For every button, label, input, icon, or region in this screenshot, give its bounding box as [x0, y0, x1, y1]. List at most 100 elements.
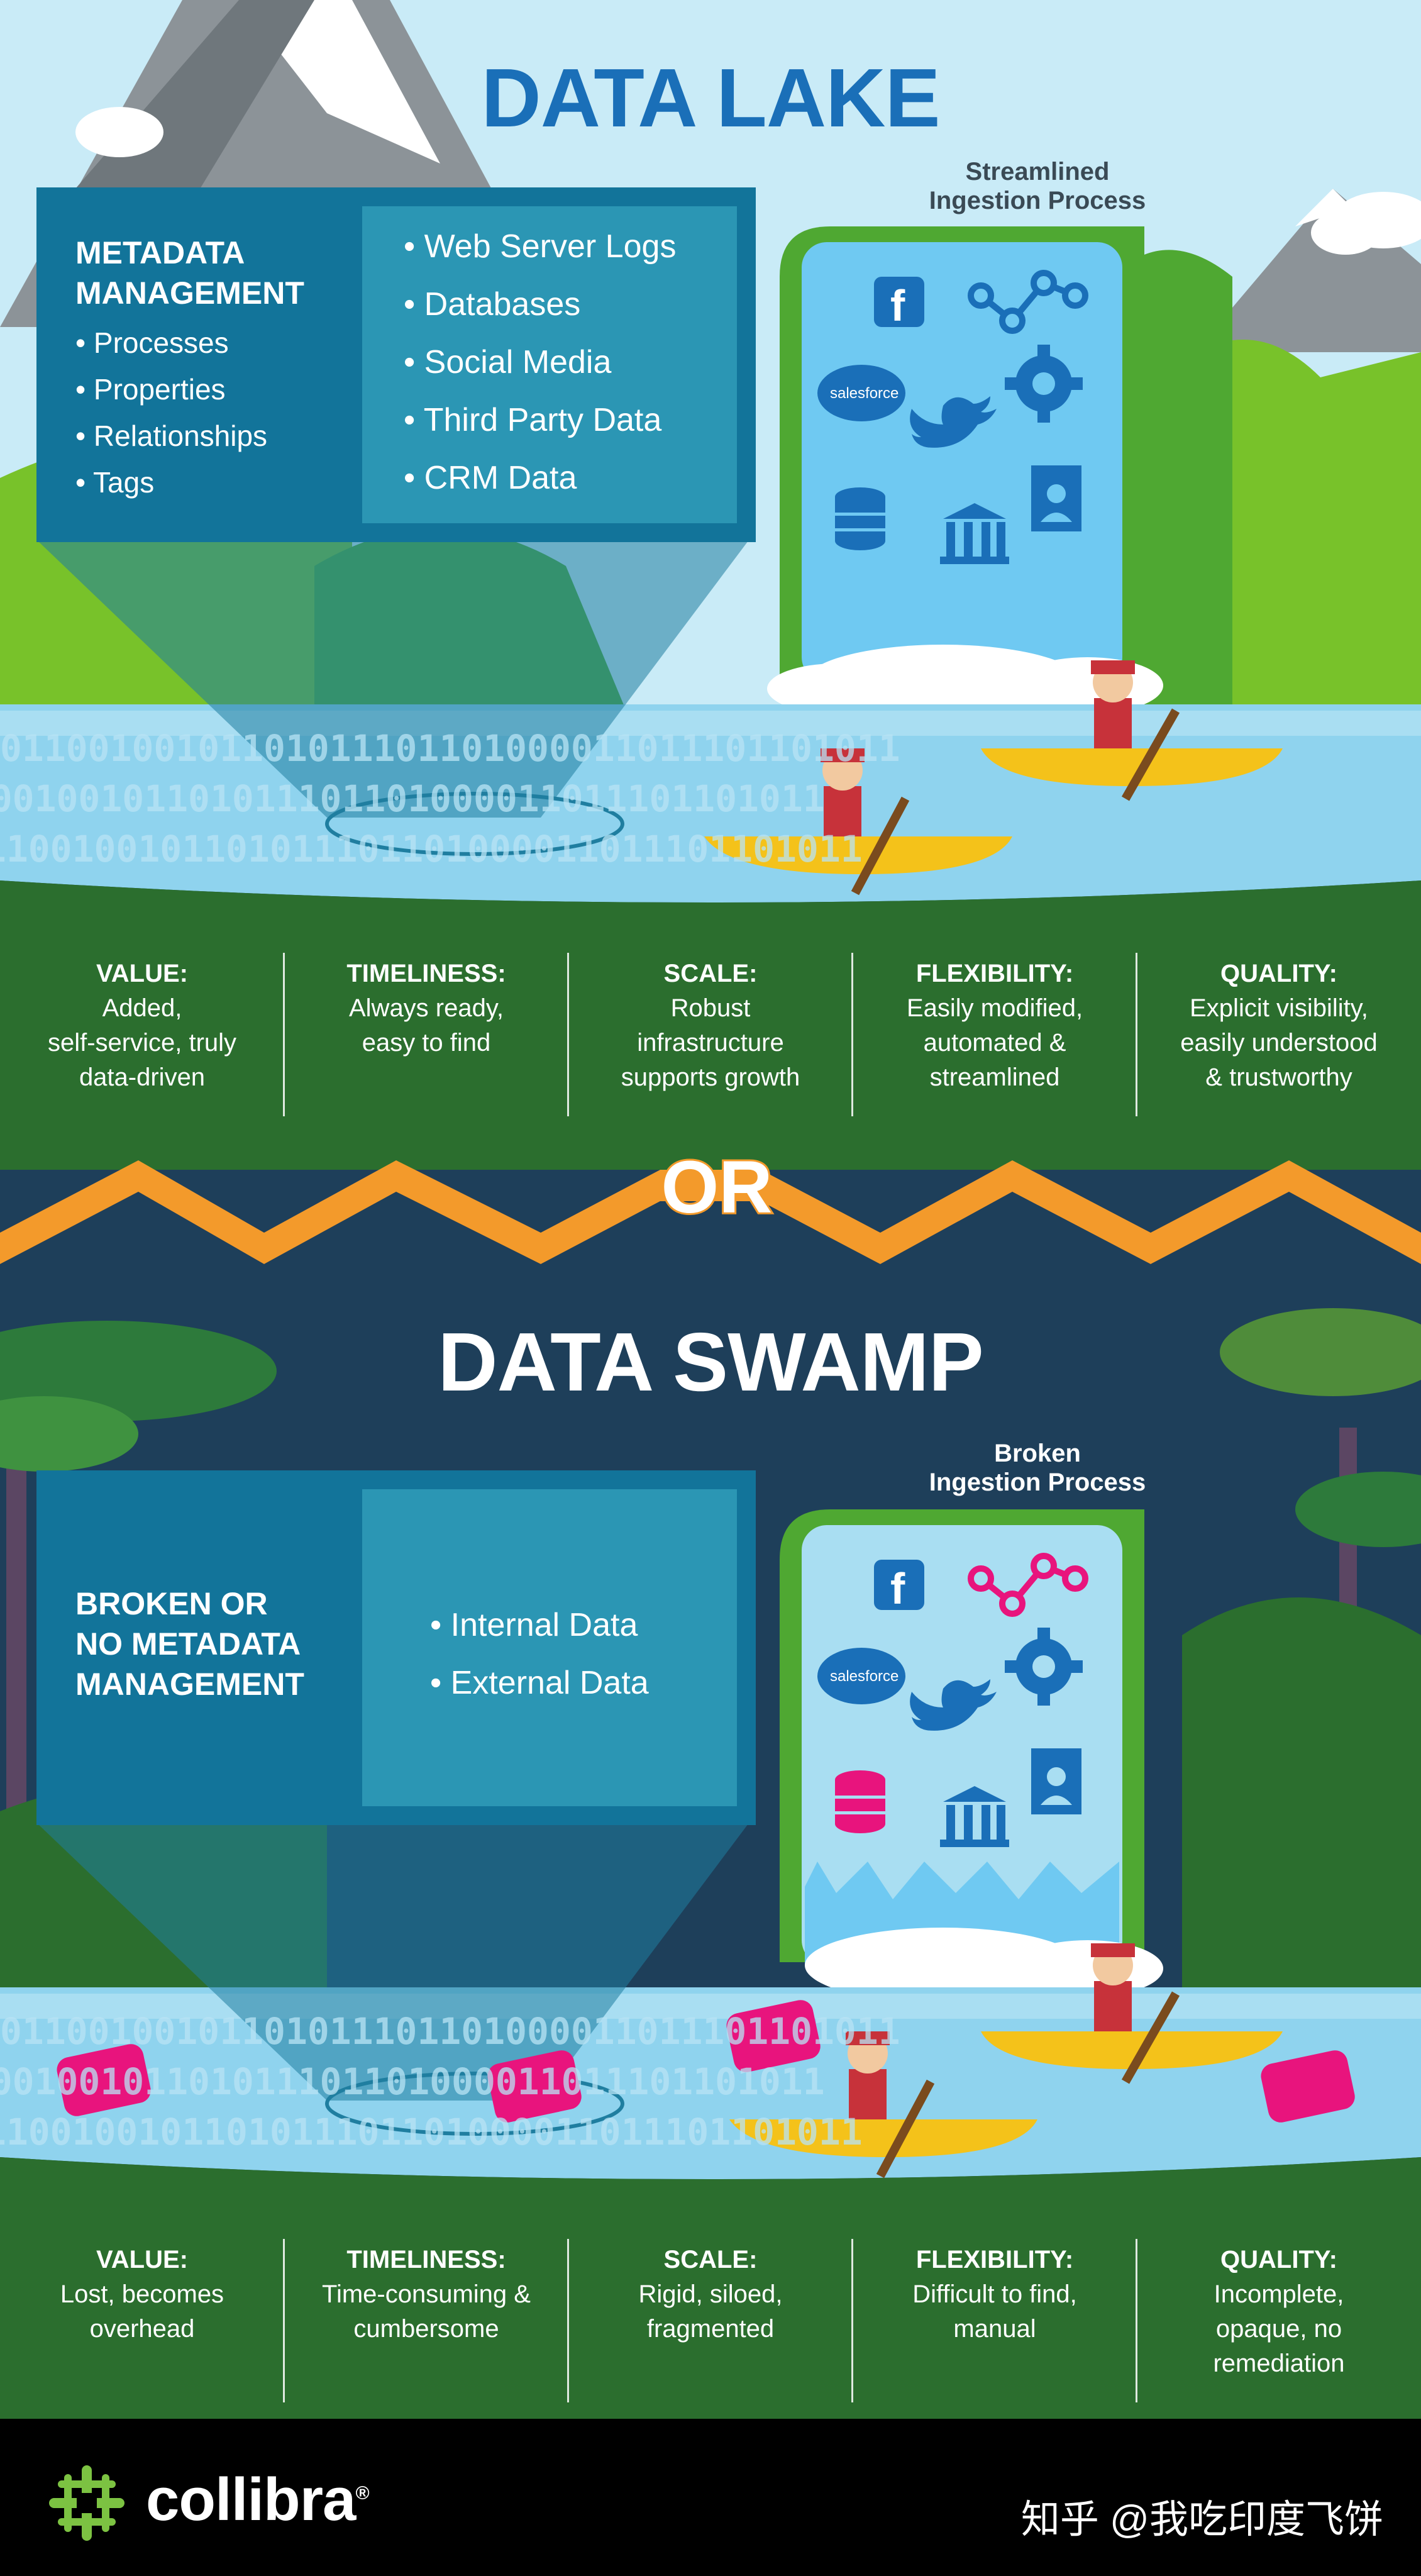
swamp-metadata-heading: BROKEN OR NO METADATA MANAGEMENT	[75, 1584, 304, 1704]
list-item: • Properties	[75, 373, 226, 406]
list-item: • Databases	[404, 286, 581, 323]
facebook-icon: f	[874, 1560, 924, 1613]
lake-quality-column: QUALITY: Explicit visibility, easily und…	[1137, 956, 1421, 1095]
column-line: infrastructure	[637, 1029, 784, 1057]
column-line: Incomplete,	[1214, 2280, 1344, 2308]
column-divider	[567, 953, 569, 1116]
kayak-swamp-1	[729, 2031, 1037, 2179]
svg-text:f: f	[890, 281, 905, 330]
facebook-icon: f	[874, 277, 924, 330]
column-line: Robust	[670, 994, 751, 1022]
column-line: fragmented	[646, 2315, 775, 2343]
column-line: Time-consuming &	[322, 2280, 531, 2308]
column-divider	[851, 2239, 853, 2402]
binary-row: 0110010010110101110110100001101110110101…	[0, 2060, 825, 2103]
collibra-logo-icon	[49, 2465, 124, 2541]
column-divider	[1136, 2239, 1137, 2402]
lake-timeliness-column: TIMELINESS: Always ready, easy to find	[284, 956, 568, 1060]
swamp-metadata-heading-line3: MANAGEMENT	[75, 1667, 304, 1702]
swamp-quality-column: QUALITY: Incomplete, opaque, no remediat…	[1137, 2242, 1421, 2381]
column-line: Explicit visibility,	[1190, 994, 1368, 1022]
footer	[0, 2419, 1421, 2576]
column-line: overhead	[89, 2315, 195, 2343]
binary-overlay-swamp: 0110010010110101110110100001101110110101…	[0, 2006, 1421, 2157]
column-line: data-driven	[79, 1063, 206, 1091]
brand-text: collibra	[146, 2466, 356, 2533]
barrel-icon	[57, 2000, 1355, 2123]
kayak-lake-1	[704, 748, 1012, 896]
swamp-metadata-heading-line1: BROKEN OR	[75, 1586, 268, 1621]
binary-row: 0110010010110101110110100001101110110101…	[0, 777, 825, 820]
column-line: Difficult to find,	[912, 2280, 1077, 2308]
binary-row: 0110010010110101110110100001101110110101…	[0, 2111, 863, 2153]
column-line: easily understood	[1180, 1029, 1378, 1057]
network-icon	[968, 1553, 1088, 1617]
column-line: opaque, no	[1215, 2315, 1342, 2343]
lake-sources-list: • Web Server Logs • Databases • Social M…	[404, 218, 676, 507]
swamp-metadata-panel: BROKEN OR NO METADATA MANAGEMENT • Inter…	[36, 1470, 756, 1825]
column-key: FLEXIBILITY:	[915, 2246, 1074, 2273]
column-key: FLEXIBILITY:	[915, 960, 1074, 987]
list-item: • CRM Data	[404, 460, 577, 496]
swamp-scale-column: SCALE: Rigid, siloed, fragmented	[568, 2242, 853, 2346]
lake-ingestion-caption: Streamlined Ingestion Process	[880, 157, 1195, 215]
lake-caption-line2: Ingestion Process	[929, 187, 1146, 214]
lake-metadata-list: • Processes • Properties • Relationships…	[75, 319, 267, 506]
lake-metadata-panel: METADATA MANAGEMENT • Processes • Proper…	[36, 187, 756, 542]
column-divider	[1136, 953, 1137, 1116]
watermark: 知乎 @我吃印度飞饼	[1020, 2498, 1383, 2541]
brand-name: collibra®	[146, 2465, 370, 2534]
list-item: • Relationships	[75, 419, 268, 452]
list-item: • Processes	[75, 326, 229, 359]
column-line: manual	[953, 2315, 1036, 2343]
kayak-lake-2	[981, 660, 1283, 801]
swamp-metadata-heading-line2: NO METADATA	[75, 1626, 301, 1662]
list-item: • Web Server Logs	[404, 228, 677, 265]
gear-icon	[1005, 1628, 1083, 1706]
svg-text:salesforce: salesforce	[830, 1668, 898, 1685]
column-key: TIMELINESS:	[346, 2246, 506, 2273]
binary-row: 0110010010110101110110100001101110110101…	[0, 828, 863, 870]
svg-text:f: f	[890, 1564, 905, 1613]
column-line: Added,	[102, 994, 182, 1022]
lake-scale-column: SCALE: Robust infrastructure supports gr…	[568, 956, 853, 1095]
list-item: • Internal Data	[430, 1607, 638, 1643]
swamp-flexibility-column: FLEXIBILITY: Difficult to find, manual	[853, 2242, 1137, 2346]
column-line: Rigid, siloed,	[638, 2280, 783, 2308]
column-line: Always ready,	[348, 994, 504, 1022]
profile-document-icon	[1031, 1748, 1081, 1814]
column-line: supports growth	[621, 1063, 800, 1091]
database-icon	[835, 487, 885, 550]
column-line: Lost, becomes	[60, 2280, 224, 2308]
salesforce-icon: salesforce	[817, 365, 905, 421]
salesforce-icon: salesforce	[817, 1648, 905, 1704]
column-divider	[851, 953, 853, 1116]
column-key: SCALE:	[663, 960, 758, 987]
profile-document-icon	[1031, 465, 1081, 531]
column-key: TIMELINESS:	[346, 960, 506, 987]
column-divider	[283, 953, 285, 1116]
swamp-ingestion-caption: Broken Ingestion Process	[880, 1439, 1195, 1497]
binary-overlay-lake: 0110010010110101110110100001101110110101…	[0, 723, 1421, 874]
swamp-sources-panel: • Internal Data • External Data	[362, 1489, 737, 1806]
bank-icon	[940, 1786, 1009, 1847]
kayak-swamp-2	[981, 1943, 1283, 2084]
swamp-timeliness-column: TIMELINESS: Time-consuming & cumbersome	[284, 2242, 568, 2346]
swamp-value-column: VALUE: Lost, becomes overhead	[0, 2242, 284, 2346]
swamp-source-icons: f salesforce	[817, 1553, 1088, 1847]
column-line: self-service, truly	[47, 1029, 237, 1057]
list-item: • External Data	[430, 1665, 649, 1701]
lake-title: DATA LAKE	[481, 52, 940, 144]
column-key: VALUE:	[96, 960, 188, 987]
column-line: remediation	[1213, 2350, 1345, 2377]
swamp-title: DATA SWAMP	[438, 1316, 983, 1408]
swamp-sources-list: • Internal Data • External Data	[430, 1596, 649, 1712]
swamp-caption-line1: Broken	[994, 1440, 1081, 1467]
column-line: & trustworthy	[1205, 1063, 1352, 1091]
binary-row: 0110010010110101110110100001101110110101…	[0, 727, 900, 770]
lake-source-icons: f salesforce	[817, 270, 1088, 564]
lake-flexibility-column: FLEXIBILITY: Easily modified, automated …	[853, 956, 1137, 1095]
lake-metadata-heading-line1: METADATA	[75, 235, 245, 270]
column-line: streamlined	[929, 1063, 1060, 1091]
column-line: easy to find	[362, 1029, 491, 1057]
